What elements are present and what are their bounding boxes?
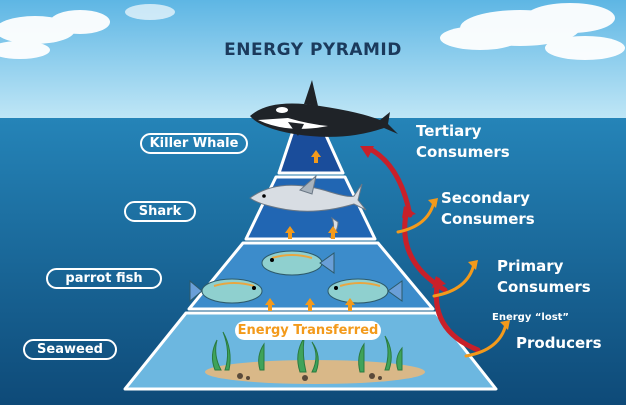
- level-secondary-line1: Secondary: [441, 189, 530, 207]
- label-parrot-fish: parrot fish: [46, 268, 162, 289]
- level-primary-line1: Primary: [497, 257, 564, 275]
- level-tertiary-line2: Consumers: [416, 143, 510, 161]
- energy-transferred-banner: Energy Transferred: [235, 321, 381, 340]
- clouds: [0, 3, 625, 60]
- killer-whale-illustration: [250, 80, 398, 137]
- level-producers: Producers: [516, 334, 602, 352]
- level-primary: Primary Consumers: [497, 256, 591, 298]
- seaweed-illustration: [205, 331, 425, 384]
- red-arrowheads: [360, 146, 446, 288]
- energy-transfer-arrows: [265, 150, 355, 311]
- level-primary-line2: Consumers: [497, 278, 591, 296]
- diagram-title: ENERGY PYRAMID: [224, 40, 402, 60]
- shark-illustration: [249, 174, 367, 212]
- parrot-fish-illustration: [189, 250, 403, 304]
- level-tertiary: Tertiary Consumers: [416, 121, 510, 163]
- orange-lost-arrows: [396, 200, 508, 358]
- level-secondary: Secondary Consumers: [441, 188, 535, 230]
- energy-lost-label: Energy “lost”: [492, 312, 569, 323]
- label-seaweed: Seaweed: [23, 339, 117, 360]
- label-killer-whale: Killer Whale: [140, 133, 248, 154]
- orange-arrowheads: [428, 198, 510, 330]
- level-secondary-line2: Consumers: [441, 210, 535, 228]
- level-tertiary-line1: Tertiary: [416, 122, 482, 140]
- label-shark: Shark: [124, 201, 196, 222]
